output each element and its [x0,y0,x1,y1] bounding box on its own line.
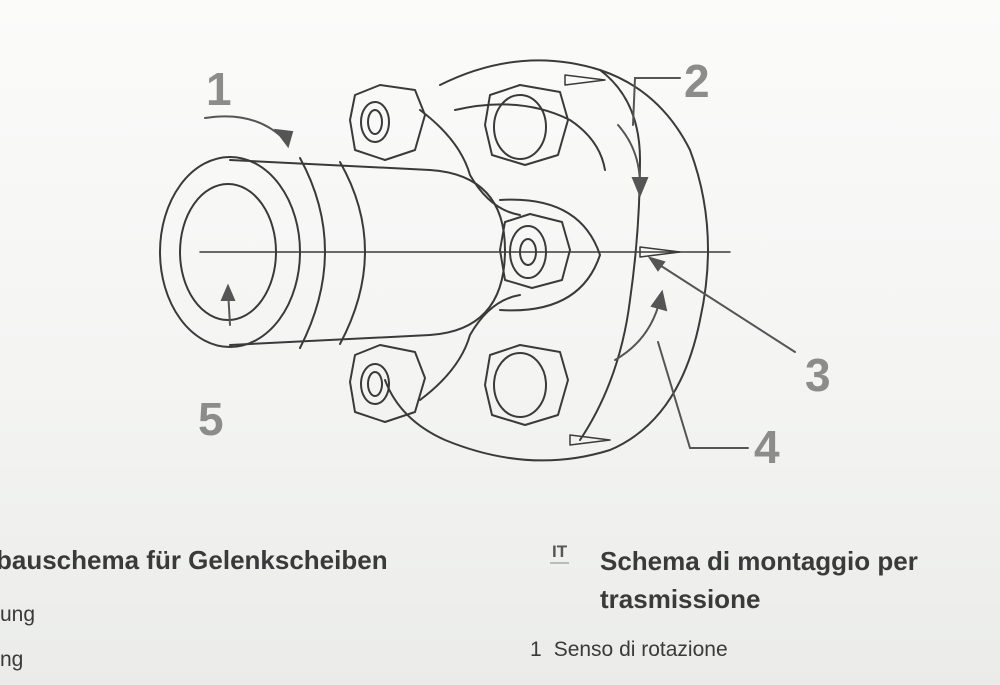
it-heading-line-2: trasmissione [600,584,761,614]
callout-4: 4 [754,421,780,473]
arrow-4-rot [614,299,661,361]
spider-arm-bottom [419,294,521,401]
hub-collar [299,157,326,349]
marker-center [639,246,681,258]
hub-collar-2 [339,161,366,345]
bolt-center [499,213,571,289]
spider-center [499,198,601,312]
arrow-2-head [631,177,649,198]
it-item-1-number: 1 [530,638,542,661]
de-line-1: ung [0,603,36,626]
leader-4 [657,341,749,449]
arrow-5-head [220,283,236,301]
callout-1: 1 [206,63,232,115]
arrow-4-head [650,289,668,312]
hub-top [229,159,431,171]
hub-neck [429,169,506,336]
disc-rim [579,69,641,441]
leader-3 [654,261,796,353]
marker-bottom [569,434,611,446]
spider-arm-top [419,109,521,216]
it-item-1-text: Senso di rotazione [553,638,728,661]
arrow-3-head [647,256,666,272]
bolt-top-right [484,84,569,166]
de-line-2: ng [0,648,24,671]
arrow-2-rot [617,124,641,186]
callout-3: 3 [805,349,831,401]
arrow-1-curve [204,115,286,141]
it-heading-line-1: Schema di montaggio per [600,546,918,576]
bolt-bottom-left [349,344,426,423]
hub-bottom [229,334,431,346]
leader-2 [632,77,681,126]
marker-top [564,74,606,86]
it-item-1: 1 Senso di rotazione [530,638,728,662]
bolt-bottom-right [484,344,569,426]
bolt-top-left [349,84,426,161]
disc-inner-arc [454,103,606,171]
arrow-1-head [273,128,294,149]
de-heading: bauschema für Gelenkscheiben [0,545,388,575]
callout-2: 2 [684,55,710,107]
it-language-tag: IT [550,542,570,564]
callout-5: 5 [198,393,224,445]
